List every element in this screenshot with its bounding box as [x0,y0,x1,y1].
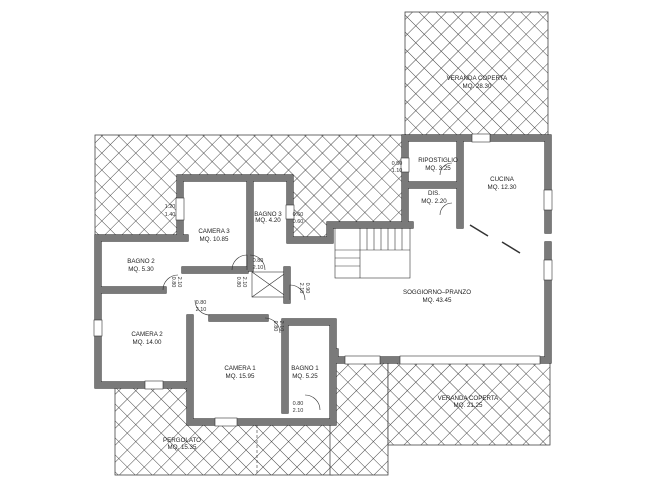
svg-text:0.80: 0.80 [253,258,264,264]
room-area-camera-2: MQ. 14.00 [133,339,162,346]
room-area-bagno-2: MQ. 5.30 [128,266,154,273]
room-label-cucina: CUCINA [490,176,515,183]
room-area-ripostiglio: MQ. 3.25 [425,165,451,172]
room-area-camera-3: MQ. 10.85 [200,236,229,243]
room-label-veranda-north: VERANDA COPERTA [447,75,509,82]
room-area-camera-1: MQ. 15.95 [226,373,255,380]
svg-text:0.80: 0.80 [293,401,304,407]
room-label-bagno-2: BAGNO 2 [127,258,155,265]
svg-text:0.80: 0.80 [170,277,176,288]
svg-text:0.80: 0.80 [196,300,207,306]
room-labels: VERANDA COPERTA MQ. 28.30 RIPOSTIGLIO MQ… [127,75,517,451]
svg-text:2.10: 2.10 [298,283,304,294]
room-label-camera-2: CAMERA 2 [131,331,163,338]
room-area-dis: MQ. 2.20 [421,198,447,205]
room-label-camera-3: CAMERA 3 [198,228,230,235]
svg-text:1.10: 1.10 [392,168,403,174]
svg-text:0.90: 0.90 [304,283,310,294]
svg-text:0.80: 0.80 [272,321,278,332]
svg-text:2.10: 2.10 [293,408,304,414]
svg-text:2.10: 2.10 [176,277,182,288]
room-area-veranda-north: MQ. 28.30 [463,83,492,90]
room-label-bagno-3: BAGNO 3 [254,211,282,218]
room-label-soggiorno: SOGGIORNO–PRANZO [403,289,471,296]
room-area-bagno-1: MQ. 5.25 [292,373,318,380]
svg-text:1.20: 1.20 [165,204,176,210]
doors [162,162,521,411]
terrace-south-area [329,351,389,476]
room-label-pergolato: PERGOLATO [163,437,201,444]
svg-text:2.10: 2.10 [241,277,247,288]
room-area-soggiorno: MQ. 43.45 [423,297,452,304]
svg-text:0.80: 0.80 [235,277,241,288]
svg-text:0.60: 0.60 [293,212,304,218]
room-area-bagno-3: MQ. 4.20 [255,217,281,224]
walls [93,133,553,427]
room-area-veranda-south: MQ. 21.25 [454,402,483,409]
staircase [334,227,411,279]
svg-text:2.10: 2.10 [196,307,207,313]
room-area-cucina: MQ. 12.30 [488,184,517,191]
room-label-dis: DIS. [428,190,440,197]
room-label-ripostiglio: RIPOSTIGLIO [418,157,458,164]
svg-text:0.50: 0.50 [392,161,403,167]
room-label-bagno-1: BAGNO 1 [291,365,319,372]
svg-text:1.40: 1.40 [165,212,176,218]
room-area-pergolato: MQ. 15.35 [168,444,197,451]
room-label-veranda-south: VERANDA COPERTA [438,395,500,402]
room-label-camera-1: CAMERA 1 [224,365,256,372]
svg-text:2.10: 2.10 [253,265,264,271]
veranda-south-area [387,359,551,446]
dimension-labels: 1.20 1.40 0.60 0.60 0.50 1.10 0.80 2.10 … [165,161,403,414]
svg-text:2.10: 2.10 [278,321,284,332]
svg-text:0.60: 0.60 [293,219,304,225]
room-interiors [100,140,548,420]
veranda-north-area [404,11,549,141]
